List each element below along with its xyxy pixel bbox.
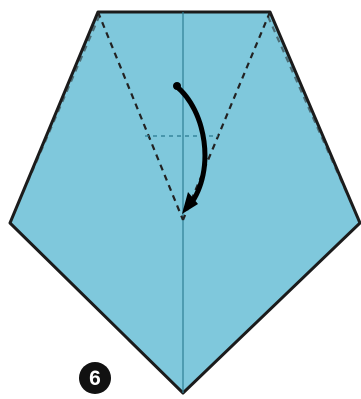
paper-shape xyxy=(10,12,360,393)
curved-fold-arrow-tail-icon xyxy=(173,82,181,90)
step-number-text: 6 xyxy=(89,368,101,389)
step-number-badge: 6 xyxy=(79,362,111,394)
